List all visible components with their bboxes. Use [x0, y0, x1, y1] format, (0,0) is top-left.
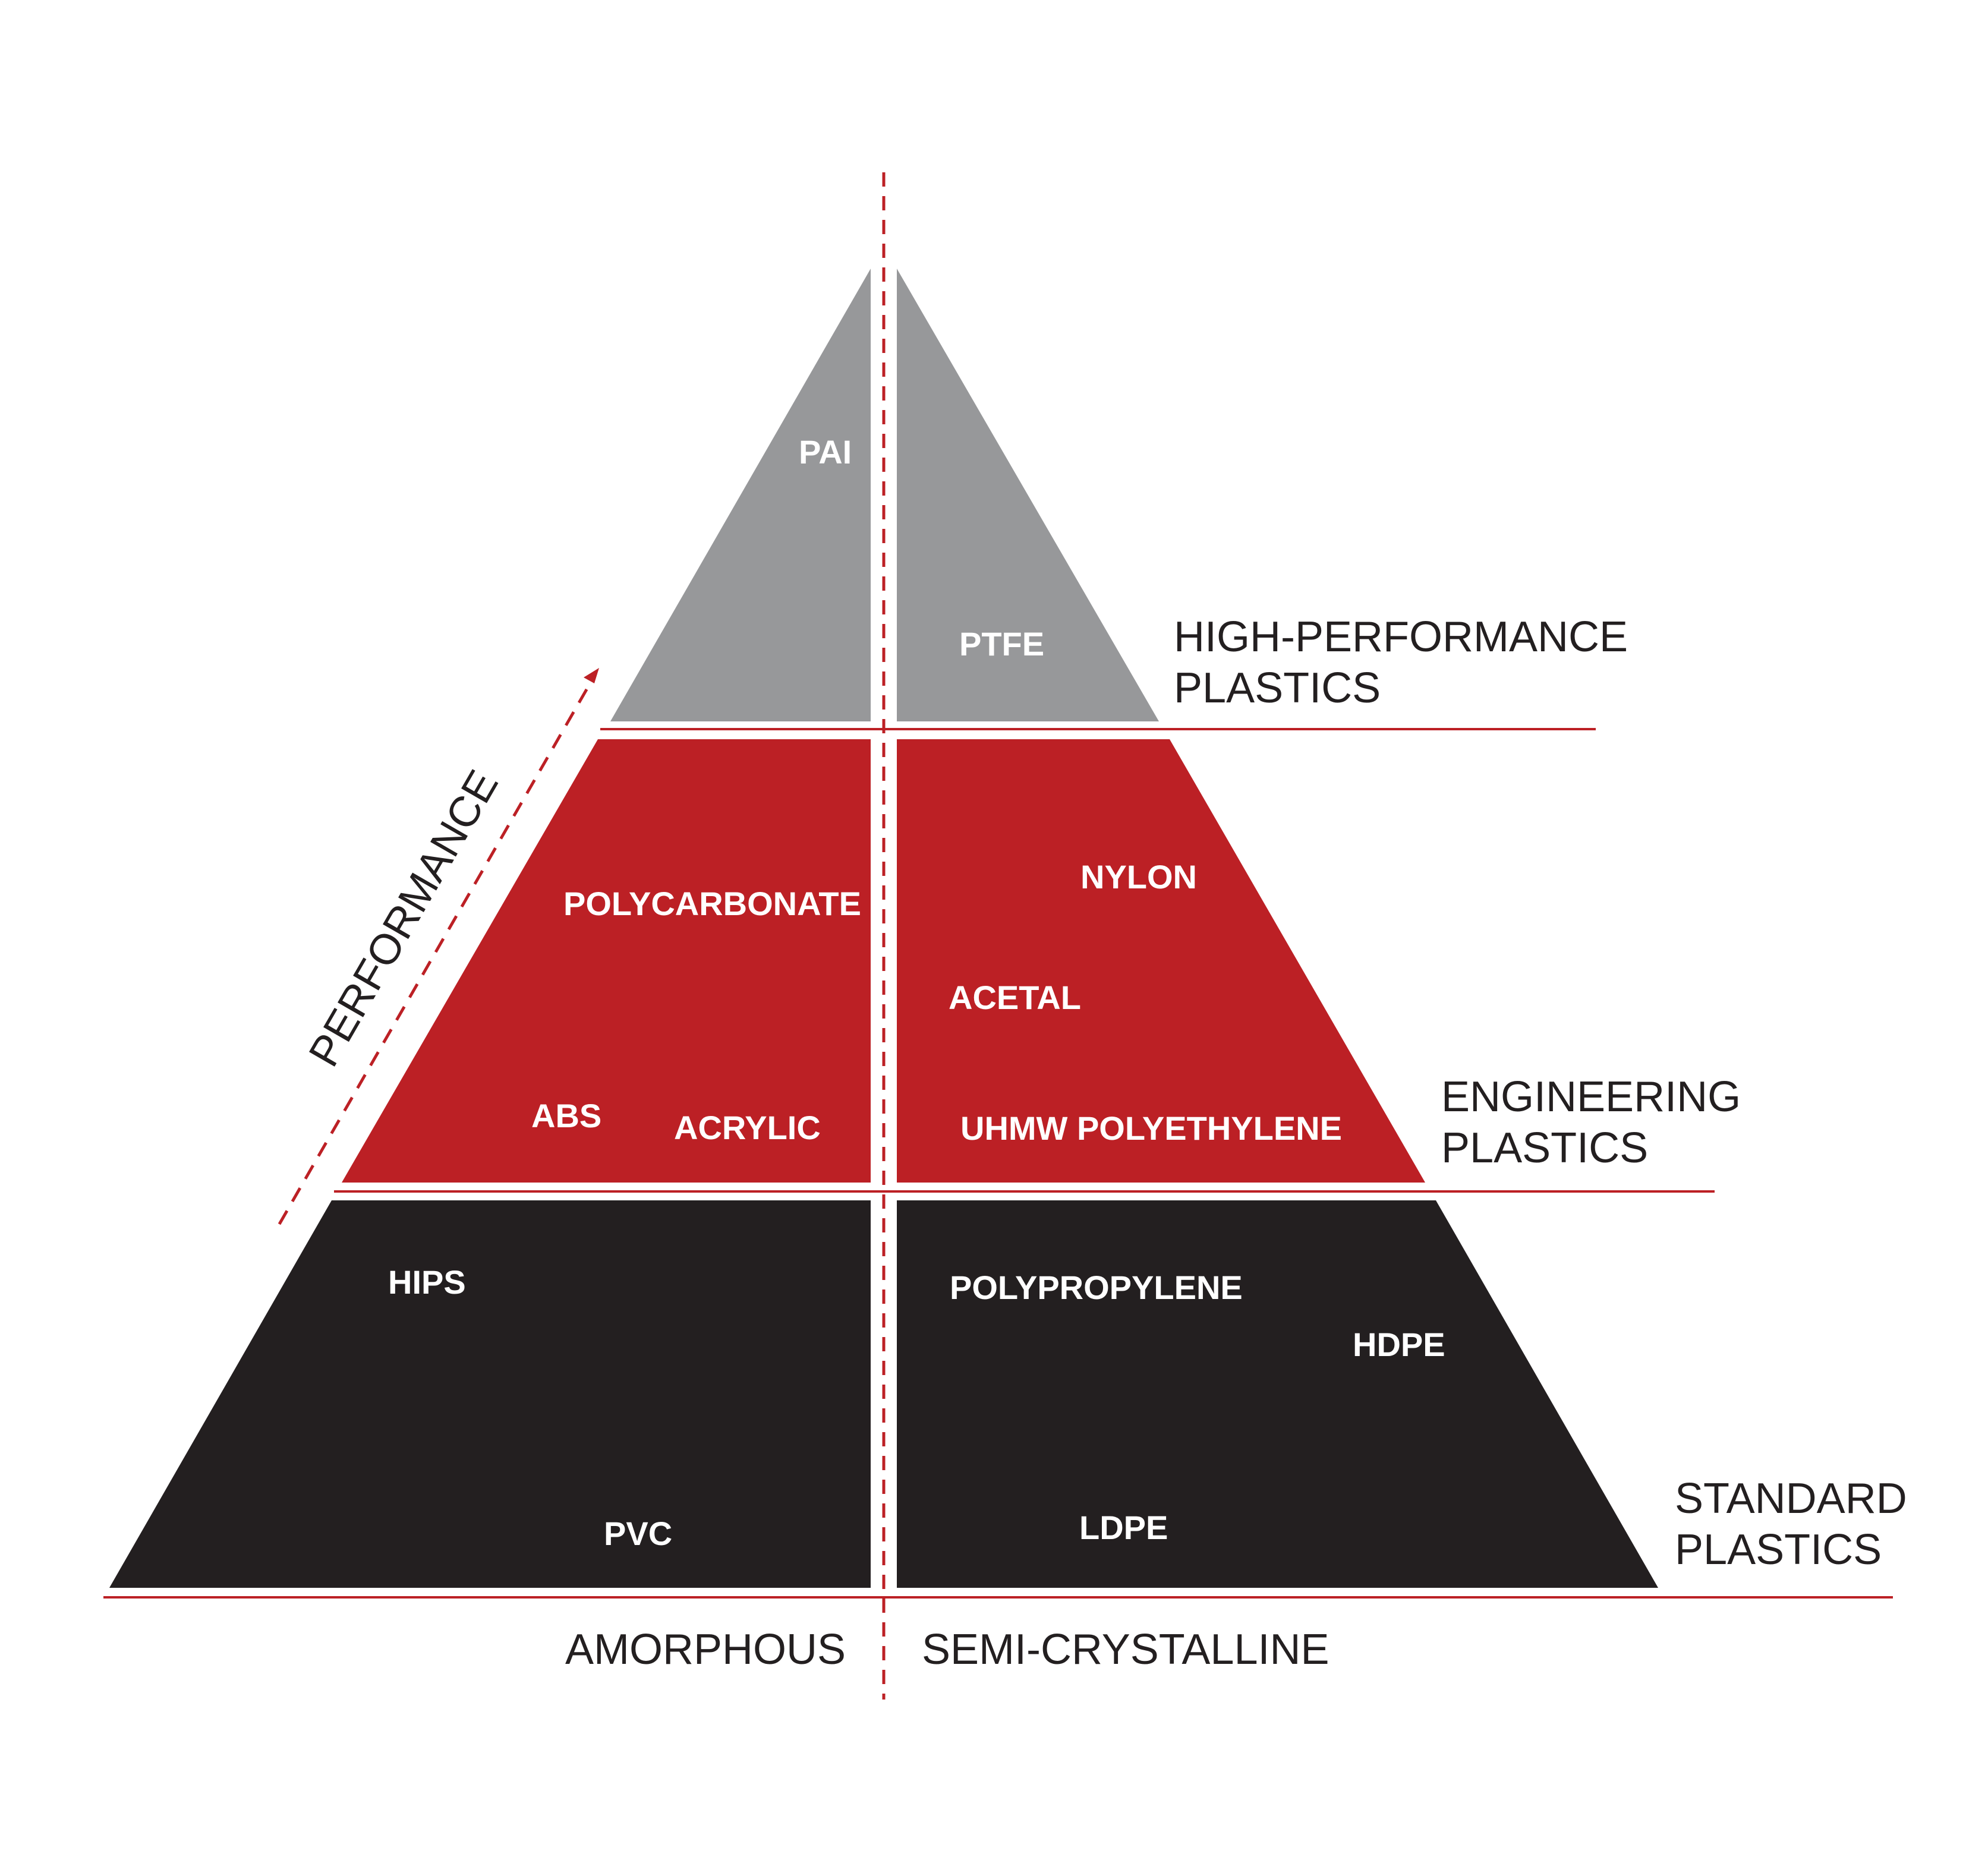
material-hdpe: HDPE — [1353, 1326, 1445, 1363]
material-hips: HIPS — [388, 1263, 466, 1301]
tier-label-engineering-line2: PLASTICS — [1441, 1124, 1648, 1172]
axis-label-amorphous: AMORPHOUS — [565, 1626, 846, 1673]
tier-standard-right — [897, 1200, 1658, 1588]
material-polypropylene: POLYPROPYLENE — [950, 1269, 1243, 1306]
tier-standard-left — [109, 1200, 871, 1588]
axis-label-semi-crystalline: SEMI-CRYSTALLINE — [922, 1626, 1329, 1673]
material-uhmw-polyethylene: UHMW POLYETHYLENE — [960, 1109, 1342, 1147]
material-acrylic: ACRYLIC — [674, 1109, 821, 1146]
tier-label-standard-line1: STANDARD — [1675, 1475, 1907, 1522]
tier-label-high-performance-line2: PLASTICS — [1174, 664, 1381, 712]
material-abs: ABS — [531, 1097, 601, 1134]
tier-label-high-performance-line1: HIGH-PERFORMANCE — [1174, 613, 1628, 661]
tier-high-performance-left — [610, 269, 871, 721]
material-pai: PAI — [799, 433, 852, 471]
tier-engineering-left — [342, 739, 871, 1183]
tier-engineering-right — [897, 739, 1425, 1183]
tier-label-engineering-line1: ENGINEERING — [1441, 1073, 1741, 1121]
tier-high-performance-right — [897, 269, 1159, 721]
material-acetal: ACETAL — [949, 979, 1081, 1016]
material-ldpe: LDPE — [1079, 1509, 1168, 1546]
material-nylon: NYLON — [1080, 858, 1197, 896]
performance-arrow-head — [584, 668, 599, 683]
tier-label-standard-line2: PLASTICS — [1675, 1526, 1882, 1574]
material-polycarbonate: POLYCARBONATE — [563, 885, 861, 922]
material-ptfe: PTFE — [959, 625, 1044, 663]
material-pvc: PVC — [604, 1515, 672, 1552]
